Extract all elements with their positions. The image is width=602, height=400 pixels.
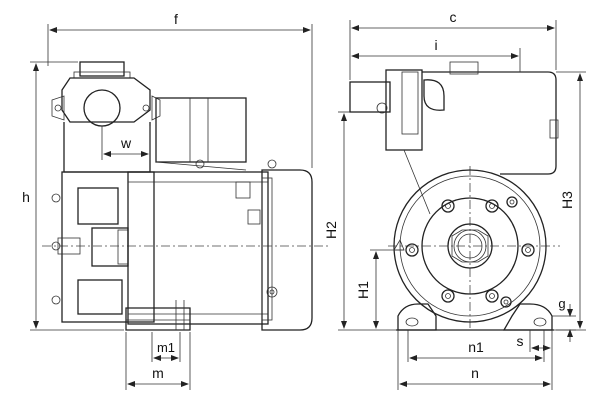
dimension-i: i (351, 37, 521, 72)
label-n1: n1 (468, 339, 484, 355)
side-view (42, 61, 328, 331)
dimension-n: n (397, 330, 553, 390)
label-w: w (120, 135, 132, 151)
dimension-s: s (517, 330, 551, 352)
dimension-n1: n1 (407, 330, 545, 362)
dimension-w: w (101, 126, 151, 160)
dimension-h2: H2 (323, 111, 396, 331)
dimension-f: f (47, 11, 313, 168)
dimension-m1: m1 (151, 332, 181, 362)
label-i: i (434, 37, 437, 53)
label-n: n (471, 365, 479, 381)
label-H3: H3 (559, 191, 575, 209)
label-h: h (22, 189, 30, 205)
label-H2: H2 (323, 221, 339, 239)
dimension-g: g (552, 296, 576, 342)
dimension-h1: H1 (355, 249, 404, 329)
dimension-h3: H3 (556, 71, 586, 331)
front-view (349, 61, 560, 331)
dimension-c: c (349, 9, 557, 80)
label-c: c (450, 9, 457, 25)
label-m: m (152, 365, 164, 381)
dimension-m: m (125, 332, 191, 390)
label-m1: m1 (157, 340, 175, 355)
label-g: g (558, 296, 565, 311)
label-f: f (174, 11, 178, 27)
dimension-h: h (22, 61, 124, 331)
label-s: s (517, 333, 524, 349)
label-H1: H1 (355, 281, 371, 299)
